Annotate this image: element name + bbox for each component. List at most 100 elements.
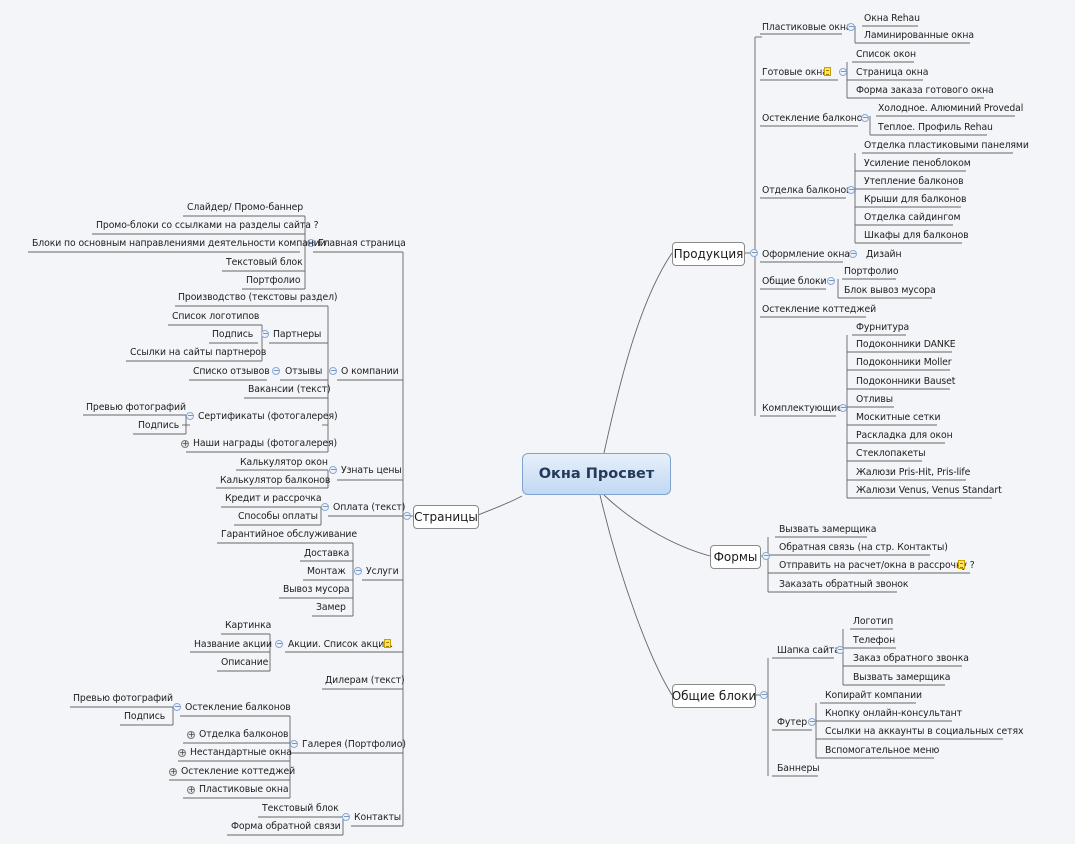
collapse-icon[interactable] — [290, 740, 298, 748]
node-dizain[interactable]: Дизайн — [866, 249, 902, 260]
node-portfolio[interactable]: Портфолио — [246, 275, 301, 286]
collapse-icon[interactable] — [750, 249, 758, 257]
node-vakansii[interactable]: Вакансии (текст) — [248, 384, 331, 395]
node-montazh[interactable]: Монтаж — [307, 566, 346, 577]
collapse-icon[interactable] — [403, 512, 411, 520]
node-podok-danke[interactable]: Подоконники DANKE — [856, 339, 956, 350]
topic-stranicy[interactable]: Страницы — [413, 505, 479, 529]
node-ost-kottedzhey-gal[interactable]: Остекление коттеджей — [181, 766, 296, 777]
node-otlivy[interactable]: Отливы — [856, 394, 893, 405]
node-okna-rehau[interactable]: Окна Rehau — [864, 13, 920, 24]
node-otpravit-raschet[interactable]: Отправить на расчет/окна в рассрочку ? — [779, 560, 975, 571]
collapse-icon[interactable] — [354, 567, 362, 575]
node-kopirait[interactable]: Копирайт компании — [825, 690, 922, 701]
node-osteklenie-balkonov[interactable]: Остекление балконов — [762, 113, 868, 124]
collapse-icon[interactable] — [808, 718, 816, 726]
collapse-icon[interactable] — [261, 330, 269, 338]
node-uznat-ceny[interactable]: Узнать цены — [341, 465, 402, 476]
node-nazvanie-akcii[interactable]: Название акции — [194, 639, 272, 650]
node-uteplenie[interactable]: Утепление балконов — [864, 176, 964, 187]
node-blok-vyvoz[interactable]: Блок вывоз мусора — [844, 285, 936, 296]
node-podok-moller[interactable]: Подоконники Moller — [856, 357, 952, 368]
node-otzyvy[interactable]: Отзывы — [285, 366, 323, 377]
node-zamer[interactable]: Замер — [316, 602, 346, 613]
collapse-icon[interactable] — [849, 250, 857, 258]
node-dostavka[interactable]: Доставка — [304, 548, 350, 559]
node-teploe[interactable]: Теплое. Профиль Rehau — [878, 122, 993, 133]
node-kryshi[interactable]: Крыши для балконов — [864, 194, 967, 205]
note-icon[interactable] — [824, 67, 831, 76]
node-obshchie-bloki-sub[interactable]: Общие блоки — [762, 276, 827, 287]
collapse-icon[interactable] — [342, 813, 350, 821]
node-prevyu-foto[interactable]: Превью фотографий — [86, 402, 186, 413]
node-obratnaya-svyaz[interactable]: Обратная связь (на стр. Контакты) — [779, 542, 948, 553]
collapse-icon[interactable] — [321, 503, 329, 511]
collapse-icon[interactable] — [307, 239, 315, 247]
node-podok-bauset[interactable]: Подоконники Bauset — [856, 376, 956, 387]
node-shkafy[interactable]: Шкафы для балконов — [864, 230, 969, 241]
node-prevyu-gal[interactable]: Превью фотографий — [73, 693, 173, 704]
node-dileram[interactable]: Дилерам (текст) — [325, 675, 405, 686]
node-forma-zakaza[interactable]: Форма заказа готового окна — [856, 85, 994, 96]
node-uslugi[interactable]: Услуги — [366, 566, 399, 577]
node-kartinka[interactable]: Картинка — [225, 620, 272, 631]
node-nashi-nagrady[interactable]: Наши награды (фотогалерея) — [193, 438, 338, 449]
node-plastikovye-okna[interactable]: Пластиковые окна — [762, 22, 852, 33]
node-furnitura[interactable]: Фурнитура — [856, 322, 910, 333]
node-ssylki-partnerov[interactable]: Ссылки на сайты партнеров — [130, 347, 267, 358]
collapse-icon[interactable] — [329, 367, 337, 375]
collapse-icon[interactable] — [762, 552, 770, 560]
node-spisok-okon[interactable]: Список окон — [856, 49, 916, 60]
node-kontakty[interactable]: Контакты — [354, 812, 402, 823]
node-oplata[interactable]: Оплата (текст) — [333, 502, 406, 513]
node-o-kompanii[interactable]: О компании — [341, 366, 399, 377]
node-oformlenie-okna[interactable]: Оформление окна — [762, 249, 850, 260]
node-shapka-saita[interactable]: Шапка сайта — [777, 645, 840, 656]
topic-obshchie-bloki[interactable]: Общие блоки — [672, 684, 756, 708]
node-glavnaya[interactable]: Главная страница — [318, 238, 406, 249]
node-komplektuyushchie[interactable]: Комплектующие — [762, 403, 843, 414]
node-vyzvat-zamershchika[interactable]: Вызвать замерщика — [779, 524, 877, 535]
collapse-icon[interactable] — [272, 367, 280, 375]
expand-icon[interactable] — [178, 749, 186, 757]
node-slaider[interactable]: Слайдер/ Промо-баннер — [187, 202, 304, 213]
node-usilenie[interactable]: Усиление пеноблоком — [864, 158, 971, 169]
node-podpis-sert[interactable]: Подпись — [138, 420, 180, 431]
node-telefon[interactable]: Телефон — [853, 635, 896, 646]
node-otdelka-saydingom[interactable]: Отделка сайдингом — [864, 212, 961, 223]
node-otdelka-balkonov[interactable]: Отделка балконов — [762, 185, 852, 196]
node-steklopakety[interactable]: Стеклопакеты — [856, 448, 926, 459]
expand-icon[interactable] — [187, 786, 195, 794]
node-stranica-okna[interactable]: Страница окна — [856, 67, 929, 78]
collapse-icon[interactable] — [760, 691, 768, 699]
node-vspomog-menu[interactable]: Вспомогательное меню — [825, 745, 940, 756]
node-podpis[interactable]: Подпись — [212, 329, 254, 340]
collapse-icon[interactable] — [173, 703, 181, 711]
node-zhalyuzi-pris[interactable]: Жалюзи Pris-Hit, Pris-life — [856, 467, 971, 478]
node-galereya[interactable]: Галерея (Портфолио) — [302, 739, 406, 750]
node-tekstovyi-blok-kont[interactable]: Текстовый блок — [262, 803, 339, 814]
node-otdelka-plastik[interactable]: Отделка пластиковыми панелями — [864, 140, 1029, 151]
node-kalkulyator-balkonov[interactable]: Калькулятор балконов — [220, 475, 331, 486]
node-tekstovyi-blok[interactable]: Текстовый блок — [226, 257, 303, 268]
node-partnery[interactable]: Партнеры — [273, 329, 322, 340]
collapse-icon[interactable] — [827, 277, 835, 285]
collapse-icon[interactable] — [275, 640, 283, 648]
topic-produkciya[interactable]: Продукция — [672, 242, 745, 266]
expand-icon[interactable] — [181, 440, 189, 448]
node-portfolio-sub[interactable]: Портфолио — [844, 266, 899, 277]
node-sertifikaty[interactable]: Сертификаты (фотогалерея) — [198, 411, 338, 422]
node-kredit[interactable]: Кредит и рассрочка — [225, 493, 322, 504]
node-podpis-gal[interactable]: Подпись — [124, 711, 166, 722]
node-plastikovye-gal[interactable]: Пластиковые окна — [199, 784, 289, 795]
collapse-icon[interactable] — [839, 68, 847, 76]
central-topic[interactable]: Окна Просвет — [522, 453, 671, 495]
note-icon[interactable] — [384, 639, 391, 648]
node-knopka-konsultant[interactable]: Кнопку онлайн-консультант — [825, 708, 962, 719]
node-vyvoz-musora[interactable]: Вывоз мусора — [283, 584, 350, 595]
expand-icon[interactable] — [169, 768, 177, 776]
node-bloki-napravleniya[interactable]: Блоки по основным направлениями деятельн… — [32, 238, 326, 249]
node-ssylki-soc[interactable]: Ссылки на аккаунты в социальных сетях — [825, 726, 1024, 737]
collapse-icon[interactable] — [861, 114, 869, 122]
collapse-icon[interactable] — [836, 646, 844, 654]
